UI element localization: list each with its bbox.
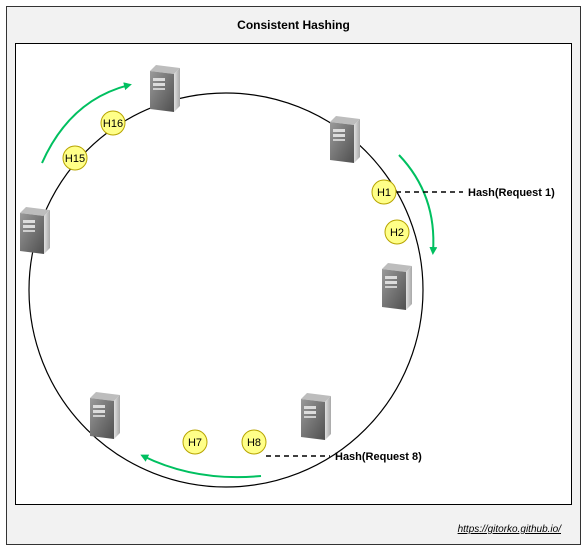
server-icon (20, 207, 50, 254)
hash-node-label: H2 (390, 227, 404, 239)
hash-node-label: H16 (103, 118, 123, 130)
request8-label: Hash(Request 8) (335, 451, 422, 463)
arrow-bottom (140, 454, 262, 479)
server-icon (382, 263, 412, 310)
hash-node-label: H1 (377, 187, 391, 199)
hash-node-h8: H8 (241, 429, 267, 455)
arrow-top-left (41, 82, 132, 164)
server-icon (330, 116, 360, 163)
hash-node-label: H7 (188, 437, 202, 449)
hash-ring (28, 92, 424, 488)
server-icon (90, 392, 120, 439)
hash-node-h16: H16 (100, 110, 126, 136)
request1-label: Hash(Request 1) (468, 187, 555, 199)
hash-node-h1: H1 (371, 179, 397, 205)
source-link[interactable]: https://gitorko.github.io/ (457, 524, 561, 535)
arrow-right (398, 154, 438, 255)
diagram-title: Consistent Hashing (237, 18, 350, 32)
hash-node-h15: H15 (62, 145, 88, 171)
hash-node-label: H8 (247, 437, 261, 449)
hash-node-label: H15 (65, 153, 85, 165)
hash-node-h7: H7 (182, 429, 208, 455)
server-icon (150, 65, 180, 112)
hash-node-h2: H2 (384, 219, 410, 245)
server-icon (301, 393, 331, 440)
